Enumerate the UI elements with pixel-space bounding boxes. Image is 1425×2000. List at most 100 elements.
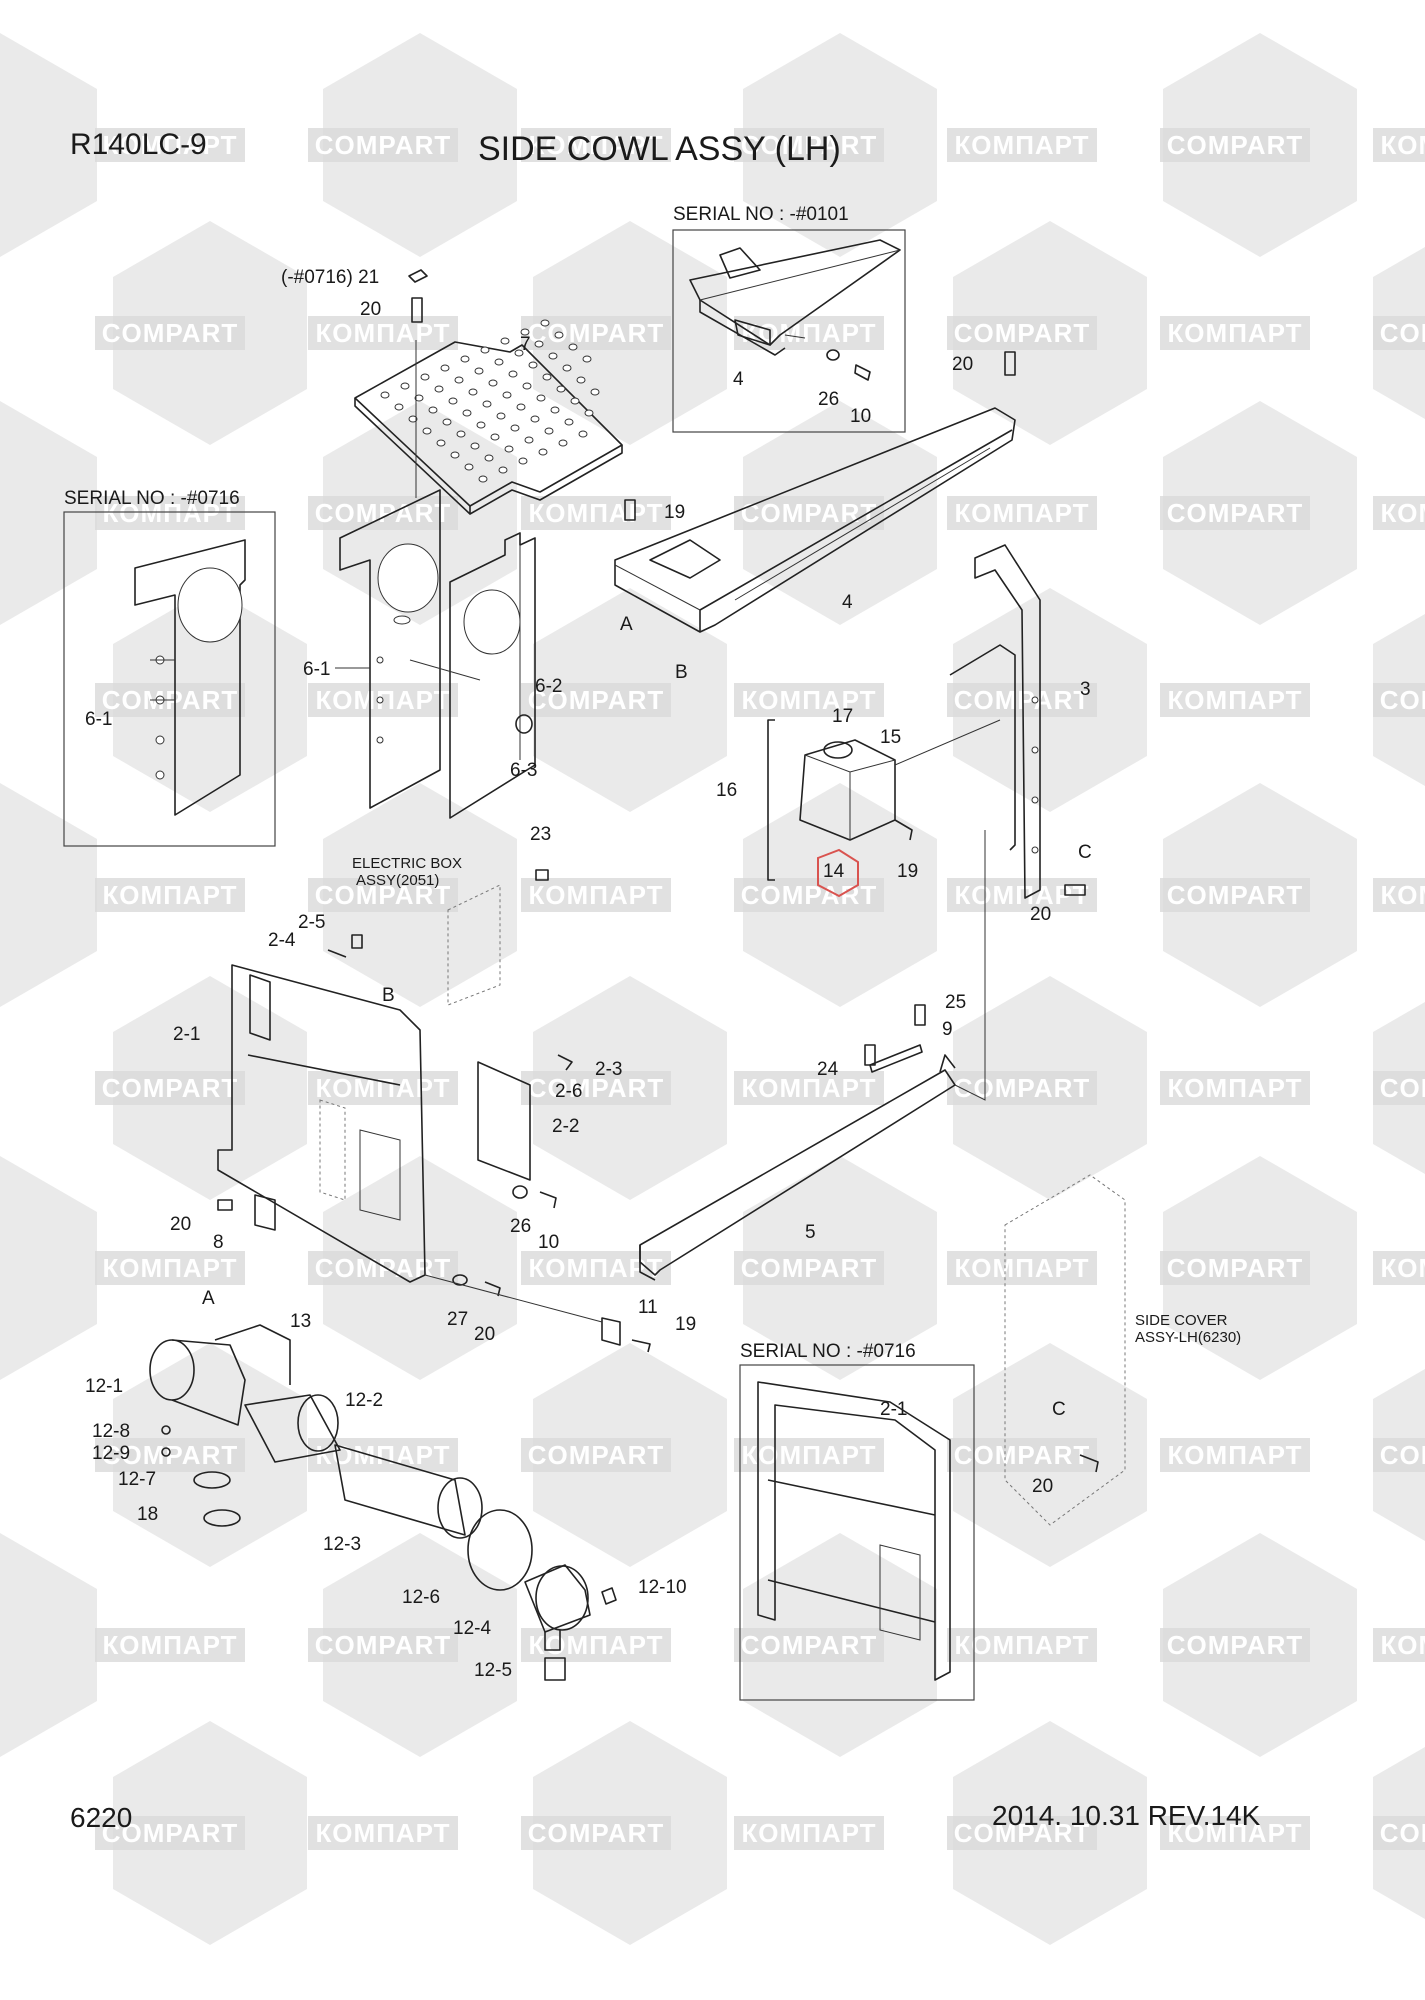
- watermark-band: [95, 1071, 245, 1105]
- watermark-band: [1373, 1071, 1425, 1105]
- callout-12-4: 12-4: [453, 1618, 491, 1639]
- callout-23: 23: [530, 824, 551, 845]
- callout-12-10: 12-10: [638, 1577, 687, 1598]
- callout-12-9: 12-9: [92, 1443, 130, 1464]
- watermark-text: COMPART: [1167, 498, 1304, 528]
- side-cover-outline: SIDE COVER ASSY-LH(6230) C 20: [1004, 1174, 1241, 1526]
- callout-20-frame: 20: [1030, 904, 1051, 925]
- watermark-band: [947, 1628, 1097, 1662]
- plate-perforation: [460, 355, 470, 363]
- callout-20-right: 20: [952, 354, 973, 375]
- plate-perforation: [538, 448, 548, 456]
- watermark-band: [734, 1628, 884, 1662]
- watermark-band: [1373, 683, 1425, 717]
- watermark-band: [521, 1438, 671, 1472]
- watermark-hexagon: [0, 401, 97, 625]
- watermark-band: [1160, 316, 1310, 350]
- callout-C-right: C: [1078, 842, 1092, 863]
- plate-perforation: [518, 457, 528, 465]
- callout-20-lower: 20: [474, 1324, 495, 1345]
- watermark-band: [1160, 1438, 1310, 1472]
- plate-perforation: [468, 388, 478, 396]
- callout-7: 7: [520, 334, 531, 355]
- callout-6-2: 6-2: [535, 676, 562, 697]
- watermark-text: КОМПАРТ: [528, 1630, 663, 1660]
- plate-perforation: [476, 421, 486, 429]
- electric-box-outline: ELECTRIC BOX ASSY(2051) 23: [352, 824, 551, 1006]
- watermark-band: [1373, 1816, 1425, 1850]
- plate-perforation: [576, 376, 586, 384]
- watermark-band: [1160, 1071, 1310, 1105]
- callout-11: 11: [638, 1297, 658, 1318]
- plate-perforation: [498, 466, 508, 474]
- serial-note-left: SERIAL NO : -#0716: [64, 488, 240, 509]
- watermark-band: [1373, 128, 1425, 162]
- plate-perforation: [480, 346, 490, 354]
- watermark-band: [947, 1816, 1097, 1850]
- watermark-band: [95, 496, 245, 530]
- watermark-band: [734, 1071, 884, 1105]
- callout-9: 9: [942, 1019, 953, 1040]
- watermark-text: COMPART: [528, 1073, 665, 1103]
- watermark-text: COMPART: [1380, 318, 1425, 348]
- watermark-text: COMPART: [741, 498, 878, 528]
- watermark-band: [521, 1628, 671, 1662]
- watermark-band: [95, 1628, 245, 1662]
- part-5-bottom-rail: 5 25 9 24: [639, 830, 986, 1281]
- callout-20-top: 20: [360, 299, 381, 320]
- callout-4: 4: [842, 592, 853, 613]
- watermark-band: [1160, 496, 1310, 530]
- plate-perforation: [478, 475, 488, 483]
- watermark-text: КОМПАРТ: [1380, 880, 1425, 910]
- watermark-hexagon: [0, 1533, 97, 1757]
- callout-26-inset: 26: [818, 389, 839, 410]
- watermark-band: [1160, 1628, 1310, 1662]
- callout-19-top: 19: [664, 502, 685, 523]
- watermark-text: COMPART: [528, 318, 665, 348]
- part-6-plates: 6-1 6-2 6-3: [303, 489, 562, 819]
- callout-20-bracket: 20: [170, 1214, 191, 1235]
- watermark-text: COMPART: [1380, 1440, 1425, 1470]
- callout-24: 24: [817, 1059, 839, 1080]
- plate-perforation: [548, 352, 558, 360]
- part-2-2-cover: 2-3 2-6 2-2: [477, 1054, 622, 1181]
- plate-perforation: [530, 415, 540, 423]
- watermark-band: [947, 683, 1097, 717]
- watermark-text: COMPART: [954, 318, 1091, 348]
- callout-10: 10: [538, 1232, 559, 1253]
- watermark-band: [95, 128, 245, 162]
- watermark-band: [308, 878, 458, 912]
- lower-fasteners: 27 20 11 19: [424, 1274, 696, 1353]
- plate-perforation: [582, 355, 592, 363]
- highlight-part-14: [817, 848, 859, 898]
- plate-perforation: [484, 454, 494, 462]
- watermark-band: [734, 1816, 884, 1850]
- watermark-band: [1373, 496, 1425, 530]
- plate-perforation: [488, 379, 498, 387]
- plate-perforation: [450, 451, 460, 459]
- plate-perforation: [434, 385, 444, 393]
- watermark-band: [947, 316, 1097, 350]
- watermark-text: COMPART: [741, 1253, 878, 1283]
- watermark-band: [95, 1251, 245, 1285]
- callout-B-panel: B: [382, 985, 395, 1006]
- callout-2-5: 2-5: [298, 912, 325, 933]
- watermark-band: [95, 316, 245, 350]
- callout-26: 26: [510, 1216, 531, 1237]
- side-cover-note-1: SIDE COVER: [1135, 1312, 1228, 1329]
- plate-perforation: [508, 370, 518, 378]
- watermark-text: COMPART: [954, 1818, 1091, 1848]
- callout-12-5: 12-5: [474, 1660, 512, 1681]
- watermark-text: COMPART: [528, 685, 665, 715]
- watermark-text: COMPART: [102, 1073, 239, 1103]
- plate-perforation: [510, 424, 520, 432]
- part-7-step-plate: 7 (-#0716) 21 20: [281, 267, 623, 515]
- watermark-text: COMPART: [528, 1818, 665, 1848]
- watermark-text: КОМПАРТ: [741, 1073, 876, 1103]
- watermark-text: КОМПАРТ: [954, 1253, 1089, 1283]
- plate-perforation: [442, 418, 452, 426]
- plate-perforation: [474, 367, 484, 375]
- watermark-band: [95, 1438, 245, 1472]
- callout-8: 8: [213, 1232, 224, 1253]
